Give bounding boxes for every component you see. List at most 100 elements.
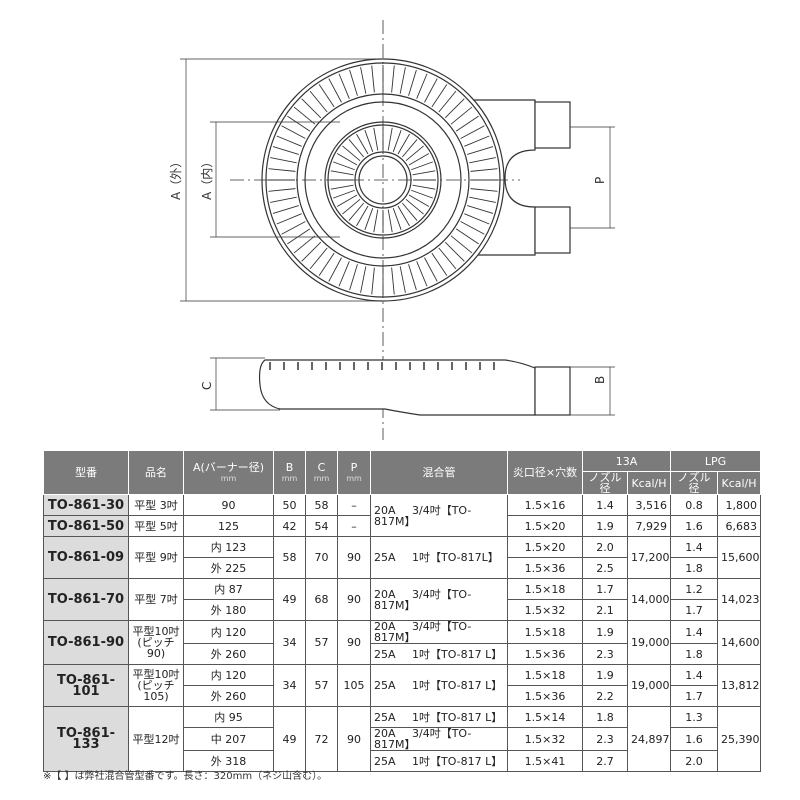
cell-flame: 1.5×36 xyxy=(507,685,583,707)
cell-n13: 1.9 xyxy=(582,664,628,686)
cell-model: TO-861-09 xyxy=(43,536,129,579)
cell-flame: 1.5×20 xyxy=(507,515,583,537)
rib xyxy=(318,252,335,276)
burner-body-outline xyxy=(470,99,536,256)
pipe-size: 25A xyxy=(374,551,396,564)
cell-flame: 1.5×36 xyxy=(507,643,583,665)
rib xyxy=(450,235,473,254)
cell-flame: 1.5×16 xyxy=(507,494,583,516)
rib xyxy=(309,90,328,113)
cell-c: 57 xyxy=(305,620,338,665)
cell-b: 34 xyxy=(273,664,306,707)
rib xyxy=(438,247,457,270)
cell-p: – xyxy=(337,494,371,516)
cell-k13: 19,000 xyxy=(627,664,671,707)
unit: mm xyxy=(313,473,330,483)
rib xyxy=(412,170,436,176)
rib xyxy=(467,205,494,214)
rib xyxy=(281,125,306,139)
rib xyxy=(401,202,418,221)
rib xyxy=(444,98,465,119)
rib xyxy=(342,145,361,162)
cell-c: 72 xyxy=(305,706,338,772)
pipe-model: 1吋【TO-817 L】 xyxy=(412,710,503,724)
rib xyxy=(408,69,417,96)
pipe-model: 1吋【TO-817 L】 xyxy=(412,679,503,692)
cell-b: 58 xyxy=(273,536,306,579)
cell-a: 90 xyxy=(183,494,274,516)
label-b: B xyxy=(593,376,607,384)
cell-a: 内 87 xyxy=(183,578,274,600)
pipe-size: 25A xyxy=(374,710,396,724)
cell-a: 中 207 xyxy=(183,727,274,751)
rib xyxy=(328,257,342,282)
rib xyxy=(348,139,365,158)
side-view xyxy=(258,359,536,416)
header-name: 品名 xyxy=(128,450,184,495)
rib xyxy=(411,161,433,171)
cell-n13: 1.7 xyxy=(582,578,628,600)
rib xyxy=(373,209,379,233)
cell-a: 内 120 xyxy=(183,664,274,686)
rib xyxy=(455,115,479,132)
rib xyxy=(330,184,354,190)
cell-name: 平型 9吋 xyxy=(128,536,184,579)
cell-b: 42 xyxy=(273,515,306,537)
cell-nl: 1.7 xyxy=(670,685,718,707)
rib xyxy=(470,188,498,192)
rib xyxy=(460,221,485,235)
rib xyxy=(268,168,296,172)
cell-nl: 1.4 xyxy=(670,620,718,644)
pipe-model: 1吋【TO-817L】 xyxy=(412,551,499,564)
header-p-label: P xyxy=(350,460,358,474)
rib xyxy=(464,135,490,147)
rib xyxy=(391,65,395,93)
rib xyxy=(416,73,428,99)
cell-kl: 14,023 xyxy=(716,578,762,621)
cell-a: 125 xyxy=(183,515,274,537)
cell-nl: 1.3 xyxy=(670,706,718,728)
rib xyxy=(349,69,358,96)
rib xyxy=(336,153,358,166)
rib xyxy=(444,241,465,262)
rib xyxy=(360,266,367,293)
pipe-size: 20A xyxy=(374,587,396,601)
cell-b: 34 xyxy=(273,620,306,665)
pipe-size: 20A xyxy=(374,727,396,740)
rib xyxy=(411,189,433,199)
rib xyxy=(276,135,302,147)
cell-name: 平型12吋 xyxy=(128,706,184,772)
label-a-inner: A（内） xyxy=(200,156,214,200)
cell-a: 外 260 xyxy=(183,685,274,707)
rib xyxy=(438,90,457,113)
cell-flame: 1.5×36 xyxy=(507,557,583,579)
rib xyxy=(392,130,402,152)
rib xyxy=(401,139,418,158)
cell-p: 105 xyxy=(337,664,371,707)
rib xyxy=(424,257,438,282)
rib xyxy=(405,198,424,215)
rib xyxy=(338,73,350,99)
rib xyxy=(356,133,369,155)
label-p: P xyxy=(593,177,607,184)
cell-c: 68 xyxy=(305,578,338,621)
cell-c: 57 xyxy=(305,664,338,707)
pipe-size: 25A xyxy=(374,754,396,768)
rib xyxy=(397,205,410,227)
cell-k13: 7,929 xyxy=(627,515,671,537)
cell-c: 70 xyxy=(305,536,338,579)
cell-model: TO-861-30 xyxy=(43,494,129,516)
rib xyxy=(338,261,350,287)
cell-kl: 1,800 xyxy=(716,494,762,516)
cell-name: 平型10吋 (ピッチ105) xyxy=(128,664,184,707)
cell-flame: 1.5×41 xyxy=(507,750,583,772)
